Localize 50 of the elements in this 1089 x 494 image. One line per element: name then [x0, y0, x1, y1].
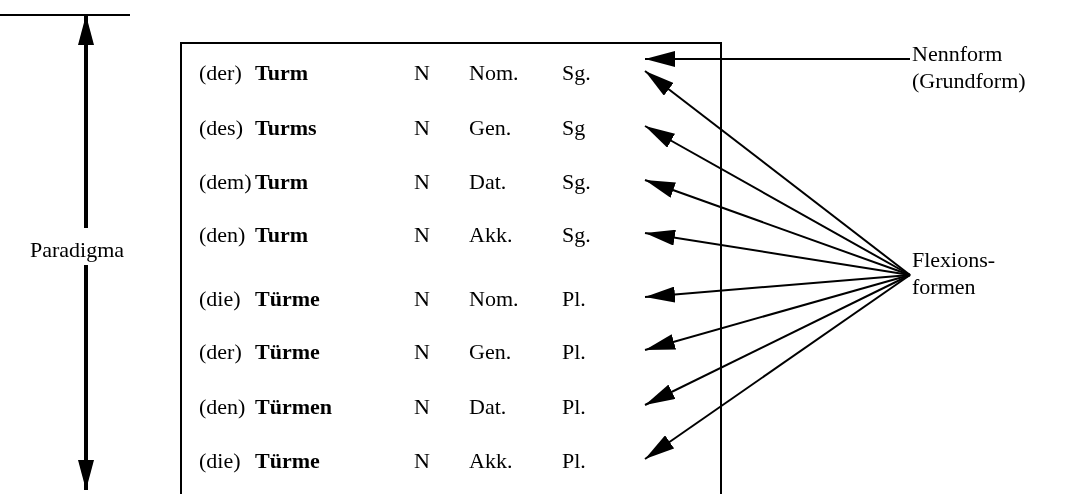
case-label: Gen. — [469, 115, 512, 141]
number-label: Sg — [562, 115, 586, 141]
article-text: (den) — [199, 222, 246, 248]
part-of-speech: N — [414, 394, 430, 420]
noun-form: Turm — [255, 222, 308, 248]
noun-form: Türme — [255, 339, 320, 365]
noun-form: Turms — [255, 115, 317, 141]
noun-form: Turm — [255, 169, 308, 195]
article-text: (die) — [199, 448, 241, 474]
number-label: Sg. — [562, 60, 591, 86]
part-of-speech: N — [414, 115, 430, 141]
case-label: Nom. — [469, 286, 519, 312]
article-text: (des) — [199, 115, 243, 141]
arrow — [644, 125, 911, 276]
arrow — [644, 51, 911, 67]
case-label: Akk. — [469, 222, 513, 248]
arrow — [644, 179, 911, 276]
case-label: Akk. — [469, 448, 513, 474]
case-label: Dat. — [469, 394, 507, 420]
part-of-speech: N — [414, 169, 430, 195]
number-label: Sg. — [562, 222, 591, 248]
number-label: Pl. — [562, 339, 586, 365]
callout-label: Nennform (Grundform) — [912, 40, 1082, 96]
table-frame — [180, 42, 722, 494]
case-label: Nom. — [469, 60, 519, 86]
arrow — [644, 70, 911, 276]
article-text: (der) — [199, 339, 242, 365]
part-of-speech: N — [414, 339, 430, 365]
noun-form: Türme — [255, 286, 320, 312]
arrow — [644, 274, 911, 351]
case-label: Gen. — [469, 339, 512, 365]
number-label: Pl. — [562, 286, 586, 312]
callout-label: Flexions- formen — [912, 246, 1022, 304]
article-text: (dem) — [199, 169, 252, 195]
number-label: Sg. — [562, 169, 591, 195]
article-text: (die) — [199, 286, 241, 312]
part-of-speech: N — [414, 222, 430, 248]
part-of-speech: N — [414, 286, 430, 312]
part-of-speech: N — [414, 60, 430, 86]
article-text: (der) — [199, 60, 242, 86]
arrow — [644, 274, 911, 460]
case-label: Dat. — [469, 169, 507, 195]
dimension-label: Paradigma — [30, 236, 125, 263]
number-label: Pl. — [562, 448, 586, 474]
article-text: (den) — [199, 394, 246, 420]
part-of-speech: N — [414, 448, 430, 474]
number-label: Pl. — [562, 394, 586, 420]
noun-form: Türmen — [255, 394, 332, 420]
noun-form: Türme — [255, 448, 320, 474]
noun-form: Turm — [255, 60, 308, 86]
